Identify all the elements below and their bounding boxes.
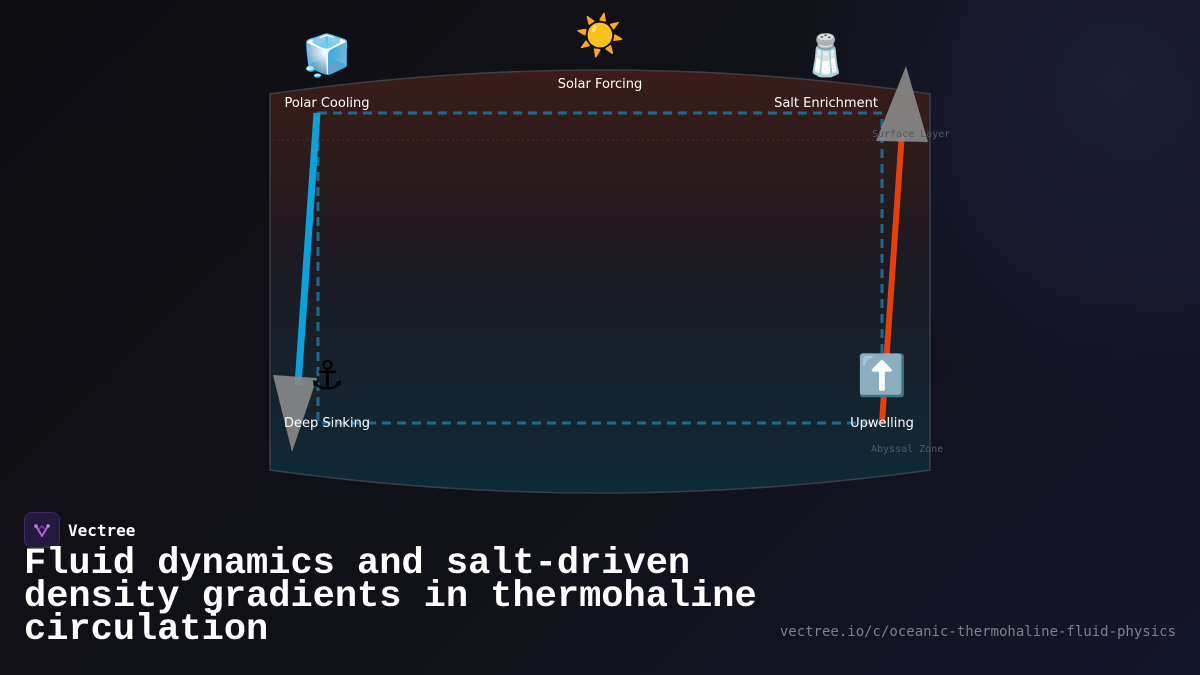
source-url[interactable]: vectree.io/c/oceanic-thermohaline-fluid-… (779, 624, 1176, 640)
deep-sinking-label: Deep Sinking (283, 416, 371, 431)
salt-shaker-icon: 🧂 (801, 33, 851, 79)
vectree-logo-icon (24, 512, 60, 548)
cold-flow-arrowhead (273, 375, 317, 452)
ice-cube-icon: 🧊 (302, 33, 352, 79)
ocean-basin (269, 69, 931, 494)
up-arrow-icon: ⬆️ (857, 353, 907, 399)
solar-forcing-label: Solar Forcing (557, 77, 643, 92)
thermohaline-diagram (269, 66, 931, 494)
warm-flow-arrowhead (876, 66, 928, 142)
brand: Vectree (24, 512, 135, 548)
polar-cooling-label: Polar Cooling (284, 96, 370, 111)
page-title: Fluid dynamics and salt-driven density g… (24, 543, 757, 651)
brand-name: Vectree (68, 520, 136, 540)
sun-icon: ☀️ (575, 13, 625, 59)
cold-downwelling-flow (294, 112, 321, 386)
warm-upwelling-flow (879, 131, 905, 424)
abyssal-zone-label: Abyssal Zone (871, 444, 944, 455)
anchor-icon: ⚓ (309, 353, 345, 399)
surface-layer-label: Surface Layer (872, 129, 951, 140)
salt-enrichment-label: Salt Enrichment (774, 96, 878, 111)
upwelling-label: Upwelling (850, 416, 914, 431)
